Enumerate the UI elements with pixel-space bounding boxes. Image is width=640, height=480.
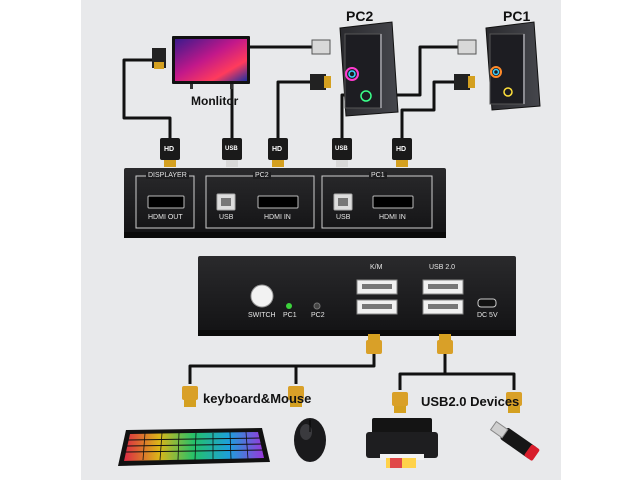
monitor-label: Monlitor: [191, 94, 239, 108]
usb-devices-label: USB2.0 Devices: [421, 394, 520, 409]
plug-usb-label-1: USB: [225, 146, 238, 152]
mouse-icon: [294, 418, 326, 462]
displayer-label: DISPLAYER: [146, 172, 189, 179]
usb-plug-drive: [506, 392, 522, 413]
plug-usb-pc2: [222, 138, 242, 167]
cables-bottom: [188, 352, 516, 390]
km-label: K/M: [370, 264, 383, 271]
back-usb-label-pc2: USB: [219, 214, 234, 221]
pc2-label: PC2: [346, 8, 374, 24]
usb-plug-mouse: [288, 386, 304, 407]
usb-plug-keyboard: [182, 386, 198, 407]
dc-5v-label: DC 5V: [477, 312, 498, 319]
keyboard-mouse-label: keyboard&Mouse: [203, 391, 312, 406]
usb20-label: USB 2.0: [429, 264, 456, 271]
plug-hd-3: [392, 138, 412, 167]
monitor-icon: [172, 36, 250, 89]
back-usb-label-pc1: USB: [336, 214, 351, 221]
usb-plug-km: [366, 334, 382, 354]
kvm-front-panel: [198, 256, 516, 336]
plug-hd-label-3: HD: [396, 146, 407, 153]
printer-icon: [366, 418, 438, 468]
pc1-label: PC1: [503, 8, 531, 24]
plug-hd-label-2: HD: [272, 146, 283, 153]
plug-usb-label-2: USB: [335, 146, 348, 152]
kvm-back-panel: [124, 168, 446, 238]
front-pc1-label: PC1: [283, 312, 297, 319]
plug-hd-label-1: HD: [164, 146, 175, 153]
usb-drive-icon: [489, 420, 540, 461]
hdmi-out-label: HDMI OUT: [148, 214, 183, 221]
keyboard-icon: [118, 428, 270, 466]
hdmi-in-label-pc2: HDMI IN: [264, 214, 291, 221]
front-pc2-label: PC2: [311, 312, 325, 319]
pc2-tower-icon: [339, 21, 399, 117]
usb-plug-printer: [392, 392, 408, 413]
plug-usb-pc1: [332, 138, 352, 167]
back-pc2-label: PC2: [253, 172, 271, 179]
usb-plug-usb2: [437, 334, 453, 354]
plug-hd-1: [160, 138, 180, 167]
plug-hd-2: [268, 138, 288, 167]
switch-label: SWITCH: [248, 312, 276, 319]
source-connectors: [152, 39, 477, 90]
hdmi-in-label-pc1: HDMI IN: [379, 214, 406, 221]
back-pc1-label: PC1: [369, 172, 387, 179]
pc1-tower-icon: [485, 21, 541, 111]
